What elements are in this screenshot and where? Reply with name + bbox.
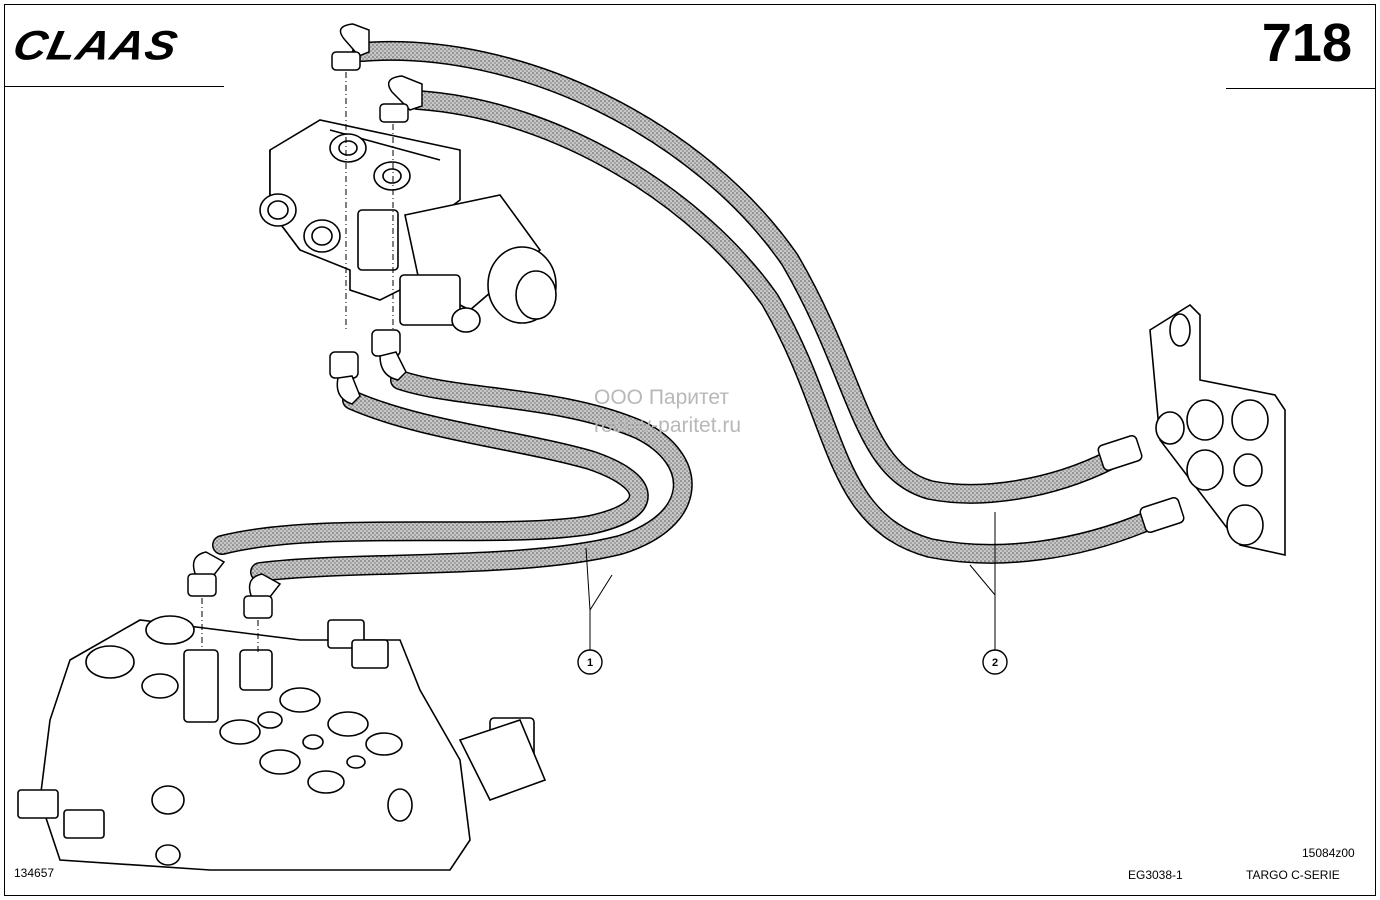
solenoid-valve-block xyxy=(259,119,557,333)
page-number-underline xyxy=(1226,88,1376,89)
connection-bracket xyxy=(1149,303,1286,556)
watermark-url: rostov-paritet.ru xyxy=(594,414,742,438)
drawing-frame xyxy=(4,4,1376,896)
upper-hose-fittings xyxy=(331,23,423,123)
watermark-company: ООО Паритет xyxy=(594,386,730,409)
callout-1-label: 1 xyxy=(587,657,593,669)
hose-group-1 xyxy=(212,370,693,582)
control-valve-bank xyxy=(17,615,547,871)
callout-2: 2 xyxy=(982,649,1008,675)
series-label: TARGO C-SERIE xyxy=(1246,868,1340,882)
left-code: 134657 xyxy=(14,866,55,880)
right-hose-fittings xyxy=(1097,435,1185,533)
logo-underline xyxy=(4,86,224,87)
hose-group-2 xyxy=(352,41,1160,564)
assembly-centre-lines xyxy=(201,72,394,652)
callout-2-label: 2 xyxy=(992,657,998,669)
callout-leaders xyxy=(585,512,996,650)
watermark: ООО Паритет rostov-paritet.ru xyxy=(594,384,741,441)
page-number: 718 xyxy=(1261,13,1352,73)
bank-hose-fittings xyxy=(187,551,282,619)
group-code: EG3038-1 xyxy=(1128,868,1183,882)
drawing-id: 15084z00 xyxy=(1302,846,1355,860)
valve-lower-fittings xyxy=(329,329,407,405)
callout-1: 1 xyxy=(577,649,603,675)
